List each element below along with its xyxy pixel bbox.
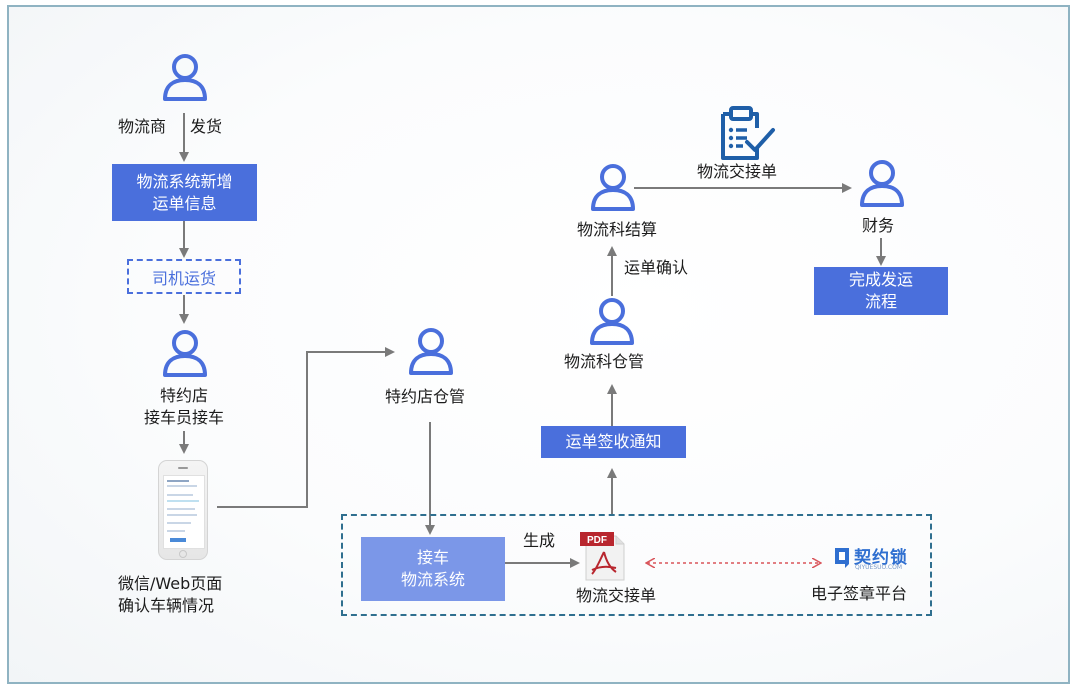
generate-label: 生成 [523,531,556,550]
brand-name: 契约锁 [854,548,908,568]
label-line: 特约店 [159,386,208,405]
person-icon [860,160,904,207]
clipboard-check-icon [721,106,775,160]
person-icon [163,54,207,101]
waybill-notice-box: 运单签收通知 [541,426,686,458]
arrow-phone-to-warehouse [217,347,395,508]
logistics-provider-label: 物流商 [118,117,167,136]
handover-doc-label: 物流交接单 [697,162,778,181]
logistics-settlement-label: 物流科结算 [577,220,658,239]
label-line: 微信/Web页面 [118,574,223,593]
smartphone-mockup [158,460,208,560]
dealer-receiver-label: 特约店 接车员接车 [134,385,234,429]
system-group-region [341,514,932,616]
box-line: 物流系统 [400,570,465,589]
waybill-confirm-label: 运单确认 [624,258,689,277]
driver-transport-label: 司机运货 [151,268,216,288]
person-icon [409,328,453,375]
person-icon [591,164,635,211]
wechat-web-confirm-label: 微信/Web页面 确认车辆情况 [118,573,248,617]
person-icon [163,330,207,377]
driver-transport-box: 司机运货 [127,259,241,294]
finance-label: 财务 [862,216,895,235]
system-new-waybill-box: 物流系统新增 运单信息 [112,164,257,221]
qiyuesuo-mark-icon [835,548,849,568]
box-line: 物流系统新增 [136,171,233,191]
pdf-file-icon: PDF [580,532,625,581]
handover-pdf-label: 物流交接单 [576,586,657,605]
label-line: 确认车辆情况 [118,596,215,615]
person-icon [590,298,634,345]
box-line: 运单签收通知 [565,432,662,451]
esign-platform-label: 电子签章平台 [811,584,908,603]
logistics-warehouse-label: 物流科仓管 [564,352,645,371]
pickup-system-box: 接车 物流系统 [361,537,505,601]
box-line: 完成发运 [848,270,913,289]
label-line: 接车员接车 [143,408,224,427]
brand-url: QIYUESUO.COM [855,564,903,571]
ship-label: 发货 [190,117,223,136]
box-line: 流程 [864,292,897,311]
box-line: 接车 [416,548,449,567]
complete-flow-box: 完成发运 流程 [814,267,948,315]
svg-text:PDF: PDF [587,535,607,546]
dealer-warehouse-label: 特约店仓管 [385,387,466,406]
box-line: 运单信息 [152,193,217,213]
qiyuesuo-logo: 契约锁 QIYUESUO.COM [832,543,912,573]
